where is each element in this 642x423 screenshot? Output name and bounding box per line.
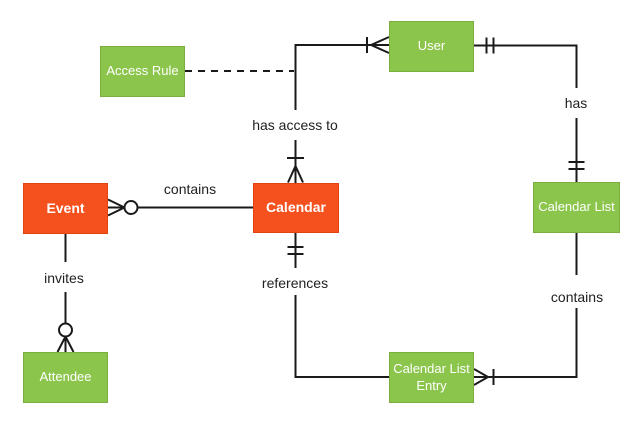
connector-contains-entry [473,233,578,386]
entity-attendee: Attendee [23,352,108,403]
entity-label: Access Rule [106,63,179,79]
relationship-label-has: has [564,95,588,111]
one-or-many-icon [366,36,390,54]
connector-invites [56,234,75,353]
entity-calendar: Calendar [253,183,339,233]
entity-label: Calendar List [538,199,615,215]
one-and-only-one-icon [485,37,495,54]
connector-contains-event [107,198,253,217]
one-or-many-icon [287,157,304,183]
entity-event: Event [23,183,108,234]
one-or-many-icon [473,368,495,386]
entity-label: Event [46,199,85,216]
entity-calendar-list-entry: Calendar List Entry [389,352,474,403]
entity-calendar-list: Calendar List [533,182,620,233]
connector-has-access-to [287,36,390,183]
relationship-label-has-access-to: has access to [252,117,338,133]
zero-or-many-icon [107,198,139,217]
relationship-label-contains-event: contains [163,181,217,197]
connector-references [287,233,389,378]
entity-label: User [417,38,446,54]
entity-label: Calendar List Entry [393,361,470,393]
relationship-label-references: references [261,275,329,291]
entity-label: Attendee [39,369,92,385]
relationship-label-invites: invites [44,270,84,286]
zero-or-many-icon [56,322,75,353]
one-and-only-one-icon [568,161,585,170]
entity-access-rule: Access Rule [100,46,185,97]
relationship-label-contains-entry: contains [550,289,604,305]
entity-label: Calendar [266,199,326,216]
connector-has [474,37,585,182]
entity-user: User [389,21,474,72]
one-and-only-one-icon [287,246,304,255]
